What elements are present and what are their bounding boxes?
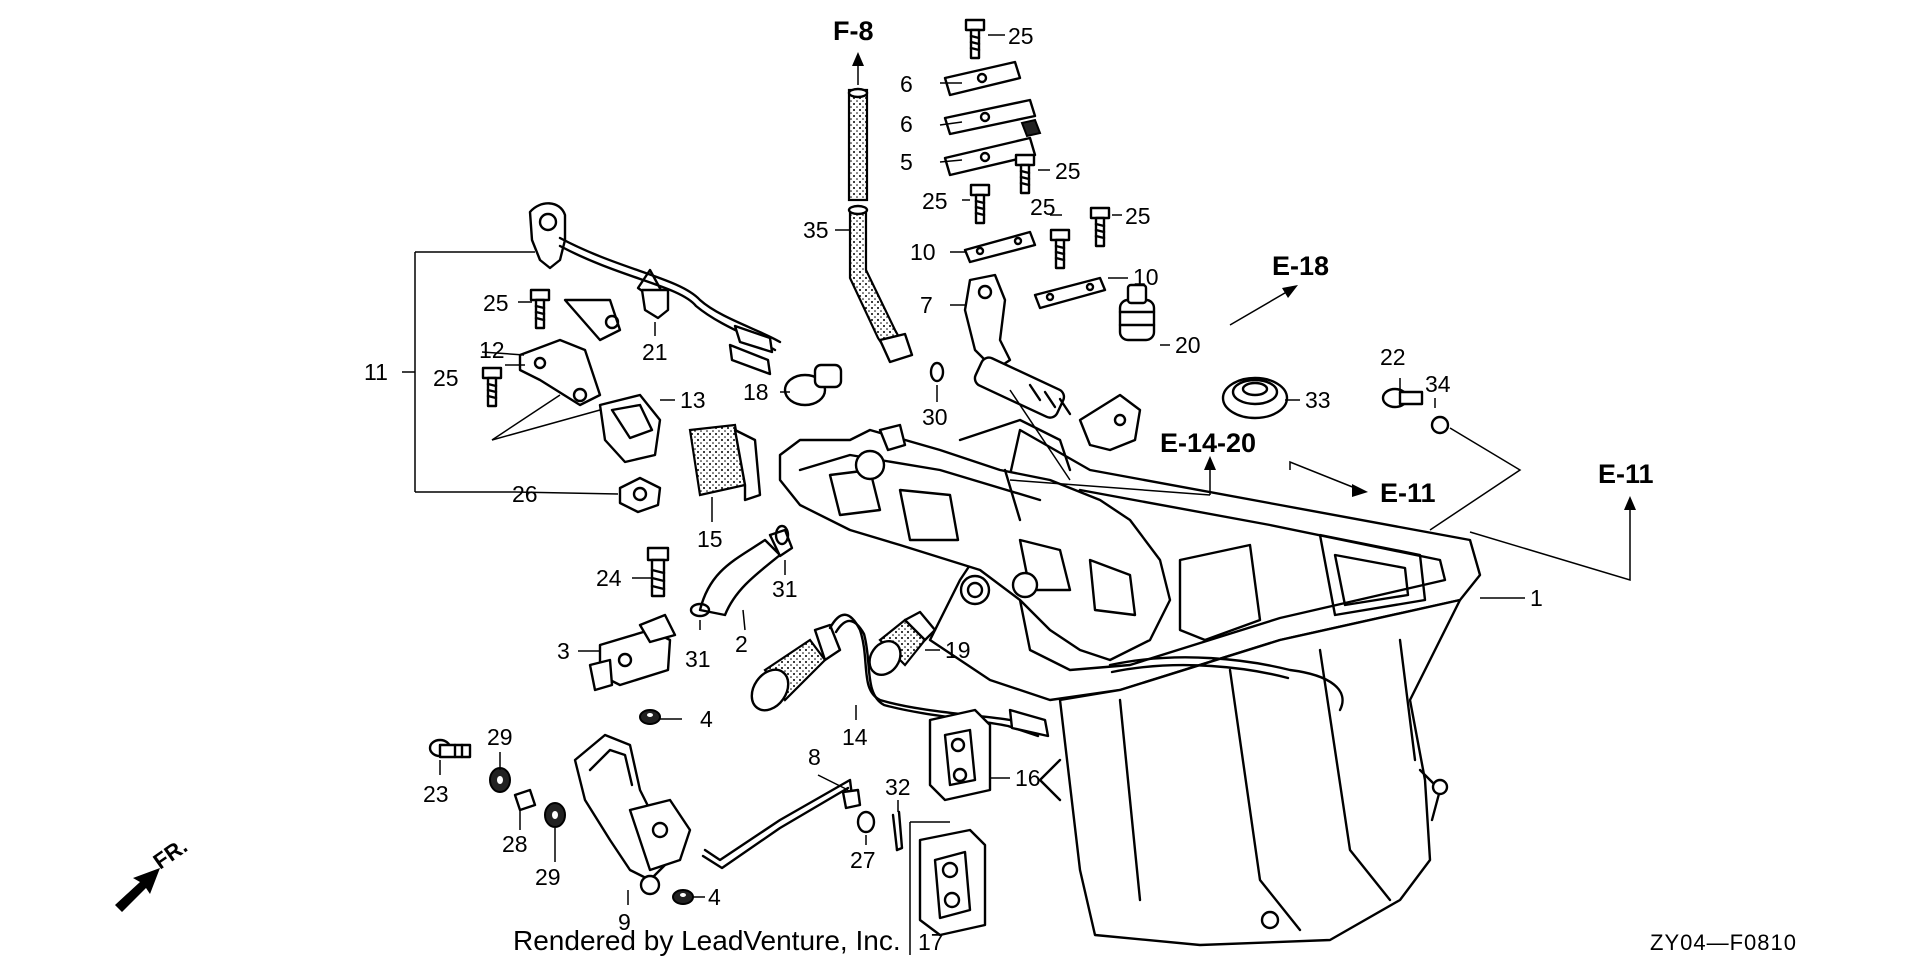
callout-24[interactable]: 24 <box>596 565 622 591</box>
callout-30[interactable]: 30 <box>922 404 948 430</box>
callout-23[interactable]: 23 <box>423 781 449 807</box>
washer-4b <box>672 889 694 905</box>
callout-25d[interactable]: 25 <box>1030 194 1056 220</box>
ref-e18[interactable]: E-18 <box>1272 251 1329 281</box>
clip-21 <box>640 288 670 320</box>
callout-12[interactable]: 12 <box>479 337 505 363</box>
callout-31a[interactable]: 31 <box>772 576 798 602</box>
switch-3 <box>588 613 677 692</box>
bolt-23 <box>428 738 472 759</box>
leader-lines <box>402 34 1636 955</box>
callout-6b[interactable]: 6 <box>900 111 913 137</box>
fr-label: FR. <box>149 833 192 874</box>
callout-2[interactable]: 2 <box>735 631 748 657</box>
callout-17[interactable]: 17 <box>918 929 944 955</box>
front-direction-arrow: FR. <box>115 833 192 912</box>
callout-20[interactable]: 20 <box>1175 332 1201 358</box>
water-hose-35 <box>847 87 914 364</box>
callout-25e[interactable]: 25 <box>1125 203 1151 229</box>
callout-27[interactable]: 27 <box>850 847 876 873</box>
callout-25g[interactable]: 25 <box>433 365 459 391</box>
callout-25a[interactable]: 25 <box>1008 23 1034 49</box>
mount-bracket <box>778 418 1172 662</box>
callout-13[interactable]: 13 <box>680 387 706 413</box>
callout-25f[interactable]: 25 <box>483 290 509 316</box>
nut-26 <box>618 476 662 514</box>
callout-26[interactable]: 26 <box>512 481 538 507</box>
callout-21[interactable]: 21 <box>642 339 668 365</box>
callout-29b[interactable]: 29 <box>535 864 561 890</box>
ref-e11-b[interactable]: E-11 <box>1598 459 1654 489</box>
callout-3[interactable]: 3 <box>557 638 570 664</box>
callout-22[interactable]: 22 <box>1380 344 1406 370</box>
callout-16[interactable]: 16 <box>1015 765 1041 791</box>
callout-11[interactable]: 11 <box>364 359 388 385</box>
callout-5[interactable]: 5 <box>900 149 913 175</box>
callout-7[interactable]: 7 <box>920 292 933 318</box>
grommet-17 <box>918 828 987 937</box>
callout-8[interactable]: 8 <box>808 744 821 770</box>
callout-25c[interactable]: 25 <box>922 188 948 214</box>
callout-6a[interactable]: 6 <box>900 71 913 97</box>
callout-4a[interactable]: 4 <box>700 706 713 732</box>
bolt-22 <box>1381 387 1450 435</box>
callout-28[interactable]: 28 <box>502 831 528 857</box>
seal-33 <box>1221 376 1289 420</box>
section-references: F-8 E-18 E-14-20 E-11 E-11 <box>833 16 1654 508</box>
bracket-12 <box>518 298 622 407</box>
washer-28 <box>513 788 537 812</box>
callout-35[interactable]: 35 <box>803 217 829 243</box>
ref-e11-a[interactable]: E-11 <box>1380 478 1436 508</box>
holder-13 <box>598 393 662 464</box>
bolts-25 <box>481 18 1111 408</box>
callout-15[interactable]: 15 <box>697 526 723 552</box>
sender-19 <box>868 610 937 676</box>
callout-19[interactable]: 19 <box>945 637 971 663</box>
diagram-code: ZY04—F0810 <box>1650 930 1797 955</box>
plates-10 <box>963 230 1107 310</box>
washer-29a <box>489 767 511 793</box>
callout-29a[interactable]: 29 <box>487 724 513 750</box>
part-callouts: 1 2 3 4 4 5 6 6 7 8 9 10 10 11 12 13 14 … <box>364 23 1543 955</box>
grommet-20 <box>1118 283 1156 342</box>
callout-4b[interactable]: 4 <box>708 884 721 910</box>
ref-f8[interactable]: F-8 <box>833 16 874 46</box>
sensor-14 <box>750 613 1050 738</box>
rod-8 <box>701 778 862 870</box>
credit-text: Rendered by LeadVenture, Inc. <box>513 925 901 956</box>
washer-29b <box>544 802 566 828</box>
ref-e14-20[interactable]: E-14-20 <box>1160 428 1256 458</box>
callout-32[interactable]: 32 <box>885 774 911 800</box>
shift-arm-assembly <box>963 273 1142 452</box>
clip-32 <box>891 810 904 852</box>
callout-14[interactable]: 14 <box>842 724 868 750</box>
callout-1[interactable]: 1 <box>1530 585 1543 611</box>
callout-10a[interactable]: 10 <box>910 239 936 265</box>
clip-30 <box>929 361 945 383</box>
callout-9[interactable]: 9 <box>618 909 631 935</box>
callout-18[interactable]: 18 <box>743 379 769 405</box>
callout-25b[interactable]: 25 <box>1055 158 1081 184</box>
cap-18 <box>783 363 843 407</box>
bolt-24 <box>646 546 670 598</box>
clips-31 <box>689 524 790 618</box>
plates-5-6 <box>943 60 1042 177</box>
washer-4a <box>639 709 661 725</box>
callout-34[interactable]: 34 <box>1425 371 1451 397</box>
filter-15 <box>688 423 762 502</box>
washer-27 <box>856 810 876 834</box>
lever-9 <box>573 733 692 896</box>
callout-10b[interactable]: 10 <box>1133 264 1159 290</box>
callout-31b[interactable]: 31 <box>685 646 711 672</box>
grommet-16 <box>928 708 992 802</box>
callout-33[interactable]: 33 <box>1305 387 1331 413</box>
